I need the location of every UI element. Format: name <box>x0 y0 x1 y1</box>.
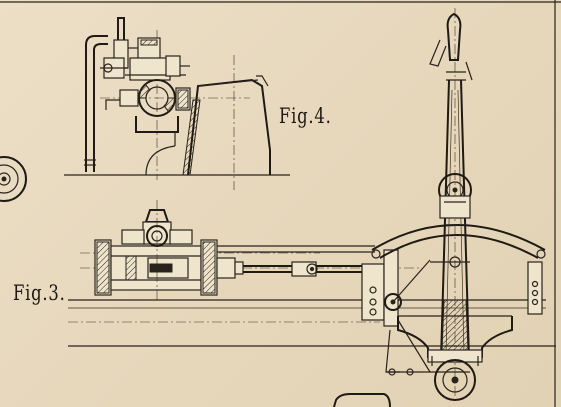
fig3-drawing <box>68 200 556 376</box>
partial-wheel-left <box>0 156 27 202</box>
control-lever <box>427 8 483 401</box>
fig4-drawing <box>64 17 290 190</box>
fig3-label: Fig.3. <box>13 281 66 305</box>
fig4-label: Fig.4. <box>279 104 332 128</box>
bottom-shape <box>333 393 391 407</box>
